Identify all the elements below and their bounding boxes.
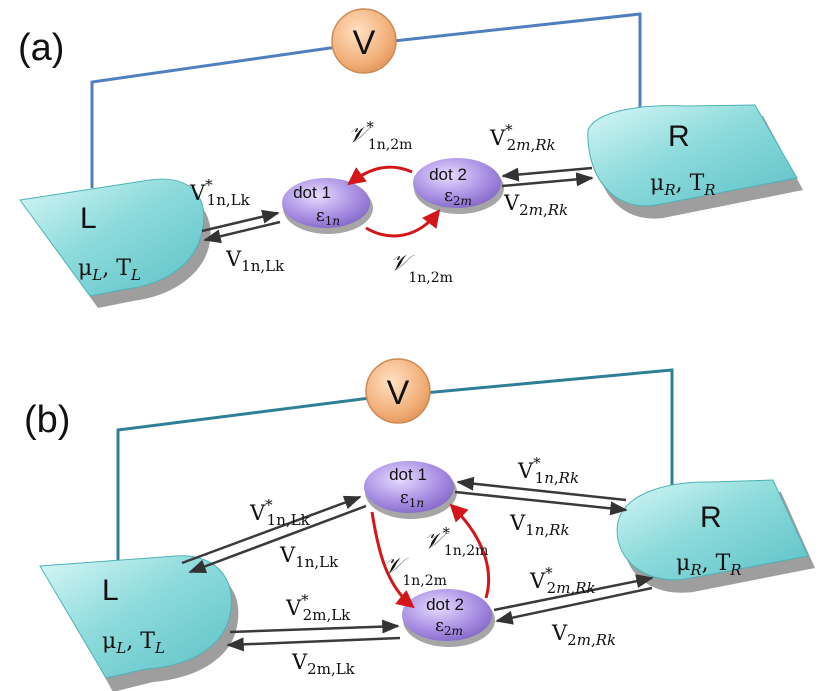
panel-a-dot-1: dot 1 ε1n (282, 178, 373, 234)
panel-b-left-lead-params: μL, TL (102, 629, 165, 657)
panel-b-left-lead-name: L (102, 574, 119, 607)
panel-b-arrow-left-dot2-back (226, 636, 401, 652)
panel-a-label-interdot-back: 𝒱*1n,2m (348, 118, 412, 153)
panel-b-arrow-right-dot1-back (454, 490, 628, 516)
panel-a-left-lead-params: μL, TL (78, 256, 141, 284)
panel-b: (b) V L μL, TL R μR, TR dot 1 ε1n (24, 358, 815, 691)
panel-a-label-right-forward: V*2m,Rk (489, 121, 556, 154)
panel-b-label: (b) (24, 399, 70, 441)
panel-a-right-lead: R μR, TR (587, 104, 803, 219)
panel-a-arrow-right-back (501, 172, 594, 188)
panel-a-arrow-left-forward (201, 209, 280, 233)
panel-a-left-lead: L μL, TL (19, 178, 211, 308)
panel-b-label-right-dot1-back: V1n,Rk (509, 511, 570, 539)
panel-a-label-left-back: V1n,Lk (225, 247, 285, 275)
panel-a-arrow-left-back (203, 220, 281, 244)
panel-b-arrow-left-dot2-forward (229, 619, 400, 634)
panel-b-arrow-left-dot1-back (188, 504, 367, 574)
panel-b-dot-1: dot 1 ε1n (364, 461, 457, 519)
panel-b-left-lead: L μL, TL (39, 555, 239, 691)
panel-a-voltage-source: V (331, 8, 397, 74)
panel-b-label-left-dot1-back: V1n,Lk (279, 543, 339, 571)
panel-a-label: (a) (18, 27, 64, 69)
panel-a-dot-1-name: dot 1 (293, 183, 331, 202)
panel-b-label-right-dot2-forward: V*2m,Rk (529, 564, 596, 597)
panel-a-dot-2-name: dot 2 (429, 165, 467, 184)
panel-b-label-left-dot2-forward: V*2m,Lk (285, 591, 351, 624)
panel-a-left-lead-name: L (80, 202, 97, 235)
panel-b-arrow-interdot-back (449, 503, 491, 599)
panel-b-arrow-right-dot2-back (495, 586, 653, 625)
panel-a-label-left-forward: V*1n,Lk (189, 176, 251, 209)
panel-a-dot-2: dot 2 ε2m (413, 158, 504, 214)
panel-b-label-left-dot1-forward: V*1n,Lk (249, 496, 311, 529)
panel-a-right-lead-name: R (668, 120, 690, 153)
panel-b-dot-2-name: dot 2 (426, 595, 464, 614)
panel-b-right-lead: R μR, TR (616, 479, 815, 593)
panel-b-arrow-left-dot1-forward (181, 495, 362, 565)
panel-b-arrow-interdot-forward (370, 511, 415, 609)
panel-b-label-right-dot2-back: V2m,Rk (551, 621, 616, 649)
panel-b-dot-1-name: dot 1 (389, 465, 427, 484)
panel-b-right-lead-name: R (700, 501, 722, 534)
panel-b-label-left-dot2-back: V2m,Lk (291, 650, 356, 678)
panel-b-voltage-source: V (365, 358, 431, 424)
panel-a-voltage-label: V (353, 24, 376, 62)
panel-a: (a) V L μL, TL R μR, TR dot 1 ε1n (18, 8, 803, 308)
panel-b-label-right-dot1-forward: V*1n,Rk (517, 454, 579, 487)
panel-a-arrow-interdot-back (347, 165, 413, 186)
panel-a-arrow-right-forward (501, 166, 593, 182)
panel-a-label-interdot-forward: 𝒱1n,2m (390, 251, 453, 286)
panel-a-wire (90, 12, 642, 188)
panel-b-arrow-right-dot1-forward (456, 476, 627, 502)
panel-a-label-right-back: V2m,Rk (503, 191, 568, 219)
panel-b-voltage-label: V (387, 374, 410, 412)
panel-b-dot-2: dot 2 ε2m (402, 589, 495, 647)
panel-b-arrow-right-dot2-forward (493, 574, 654, 612)
panel-a-arrow-interdot-forward (365, 209, 441, 238)
